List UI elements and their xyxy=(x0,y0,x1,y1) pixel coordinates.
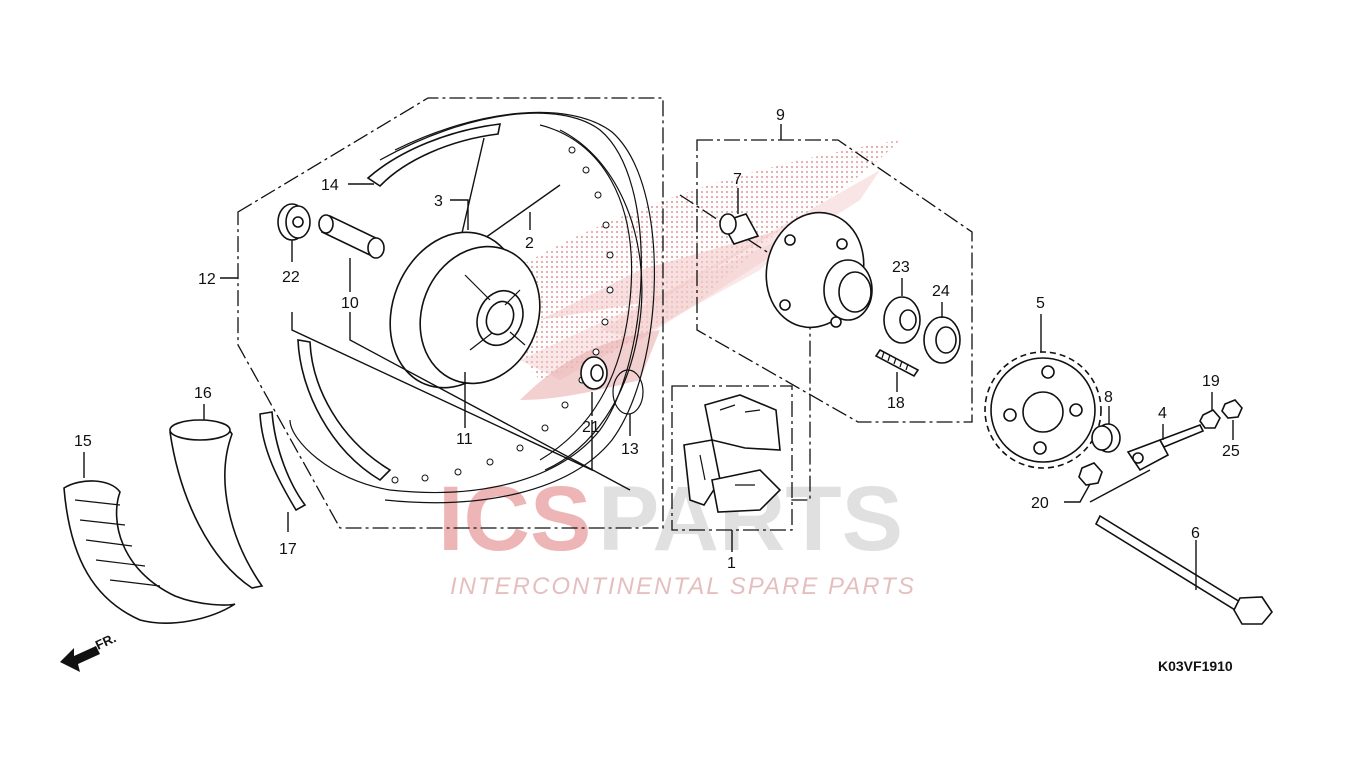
front-direction-arrow: FR. xyxy=(60,630,118,672)
callout-labels: 1 2 3 4 5 6 7 8 9 10 11 12 13 14 15 16 1… xyxy=(74,107,1240,572)
callout-25: 25 xyxy=(1222,443,1240,460)
leader-lines xyxy=(83,124,1234,590)
callout-9: 9 xyxy=(776,107,785,124)
watermark-brand-ics: ICS xyxy=(438,468,591,570)
tube-16-part xyxy=(169,419,264,589)
callout-2: 2 xyxy=(525,235,534,252)
callout-19: 19 xyxy=(1202,373,1220,390)
circlip-13-part xyxy=(612,369,644,415)
callout-17: 17 xyxy=(279,541,297,558)
callout-15: 15 xyxy=(74,433,92,450)
nut-19-part xyxy=(1199,409,1221,429)
watermark-tagline: INTERCONTINENTAL SPARE PARTS xyxy=(450,573,916,600)
callout-16: 16 xyxy=(194,385,212,402)
watermark-text: ICS PARTS INTERCONTINENTAL SPARE PARTS xyxy=(438,468,916,600)
damper-rubbers-part xyxy=(683,394,782,513)
callout-14: 14 xyxy=(321,177,339,194)
bearing-21-part xyxy=(580,356,608,390)
sprocket-5-part xyxy=(984,351,1102,469)
callout-4: 4 xyxy=(1158,405,1167,422)
callout-6: 6 xyxy=(1191,525,1200,542)
callout-7: 7 xyxy=(733,171,742,188)
watermark-wing-logo xyxy=(470,140,900,400)
callout-8: 8 xyxy=(1104,389,1113,406)
callout-10: 10 xyxy=(341,295,359,312)
callout-3: 3 xyxy=(434,193,443,210)
bearing-23-part xyxy=(883,296,921,344)
axle-6-part xyxy=(1094,514,1273,625)
nut-25-part xyxy=(1221,399,1243,419)
callout-20: 20 xyxy=(1031,495,1049,512)
callout-22: 22 xyxy=(282,269,300,286)
rim-band-part xyxy=(366,123,502,188)
rim-band-17-part xyxy=(259,411,307,512)
nut-20-part xyxy=(1078,462,1103,486)
collar-10-part xyxy=(318,214,385,259)
wheel-assembly-boundary xyxy=(237,97,664,529)
callout-5: 5 xyxy=(1036,295,1045,312)
front-direction-label: FR. xyxy=(93,630,118,652)
oil-seal-24-part xyxy=(923,316,961,364)
arrow-left-icon xyxy=(60,646,100,672)
diagram-code: K03VF1910 xyxy=(1158,658,1233,674)
callout-18: 18 xyxy=(887,395,905,412)
callout-12: 12 xyxy=(198,271,216,288)
callout-11: 11 xyxy=(456,431,473,448)
hub-assembly-boundary xyxy=(696,139,973,423)
stud-bolt-18-part xyxy=(874,348,920,378)
callout-21: 21 xyxy=(582,419,600,436)
callout-1: 1 xyxy=(727,555,736,572)
callout-24: 24 xyxy=(932,283,950,300)
rim-band-lower xyxy=(297,339,392,482)
collar-7-part xyxy=(719,213,760,245)
wheel-rim xyxy=(289,111,655,504)
callout-23: 23 xyxy=(892,259,910,276)
callout-13: 13 xyxy=(621,441,639,458)
bearing-22-part xyxy=(277,203,311,241)
tire-15-part xyxy=(63,480,236,624)
hub-to-damper-link xyxy=(679,194,811,501)
adjuster-plate-4-part xyxy=(1126,423,1205,472)
damper-boundary xyxy=(671,385,793,531)
driven-flange-part xyxy=(765,211,873,329)
wheel-hub xyxy=(389,231,541,389)
collar-8-part xyxy=(1091,423,1121,453)
